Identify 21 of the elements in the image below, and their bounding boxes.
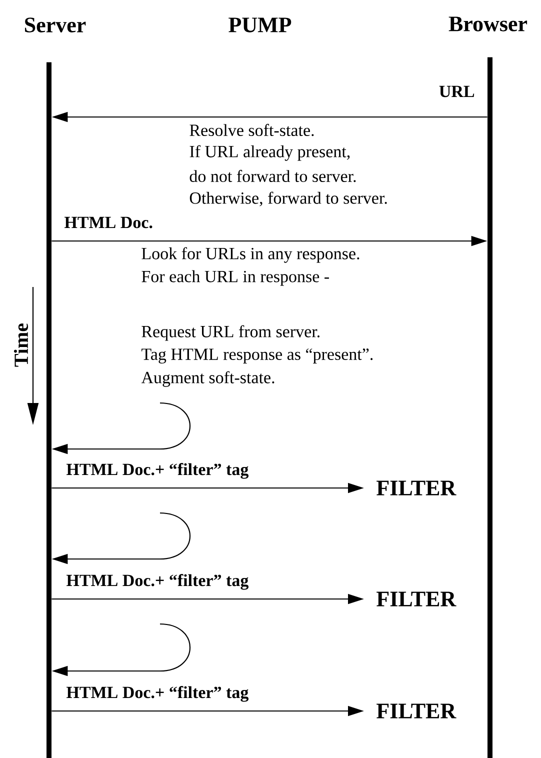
note-text: Tag HTML response as “present”.: [142, 348, 373, 364]
lifeline-heading: Browser: [448, 16, 528, 32]
note-text: Otherwise, forward to server.: [190, 192, 387, 206]
note-text: Resolve soft-state.: [190, 124, 314, 136]
filter-label: FILTER: [376, 480, 456, 496]
edge-label: HTML Doc.+ “filter” tag: [65, 462, 250, 480]
filter-label: FILTER: [376, 592, 456, 606]
note-text: For each URL in response -: [142, 270, 329, 286]
axis-label: Time: [14, 323, 28, 367]
edge-label: HTML Doc.: [63, 216, 154, 230]
edge-label: HTML Doc.+ “filter” tag: [65, 573, 250, 591]
note-text: If URL already present,: [190, 145, 350, 161]
filter-label: FILTER: [376, 704, 456, 718]
edge-label: HTML Doc.+ “filter” tag: [65, 685, 250, 703]
note-text: Look for URLs in any response.: [142, 247, 360, 263]
note-text: do not forward to server.: [190, 170, 356, 182]
column-heading: PUMP: [228, 18, 292, 32]
note-text: Augment soft-state.: [141, 371, 274, 387]
edge-label: URL: [438, 84, 476, 98]
note-text: Request URL from server.: [142, 325, 320, 341]
lifeline-heading: Server: [25, 18, 86, 32]
